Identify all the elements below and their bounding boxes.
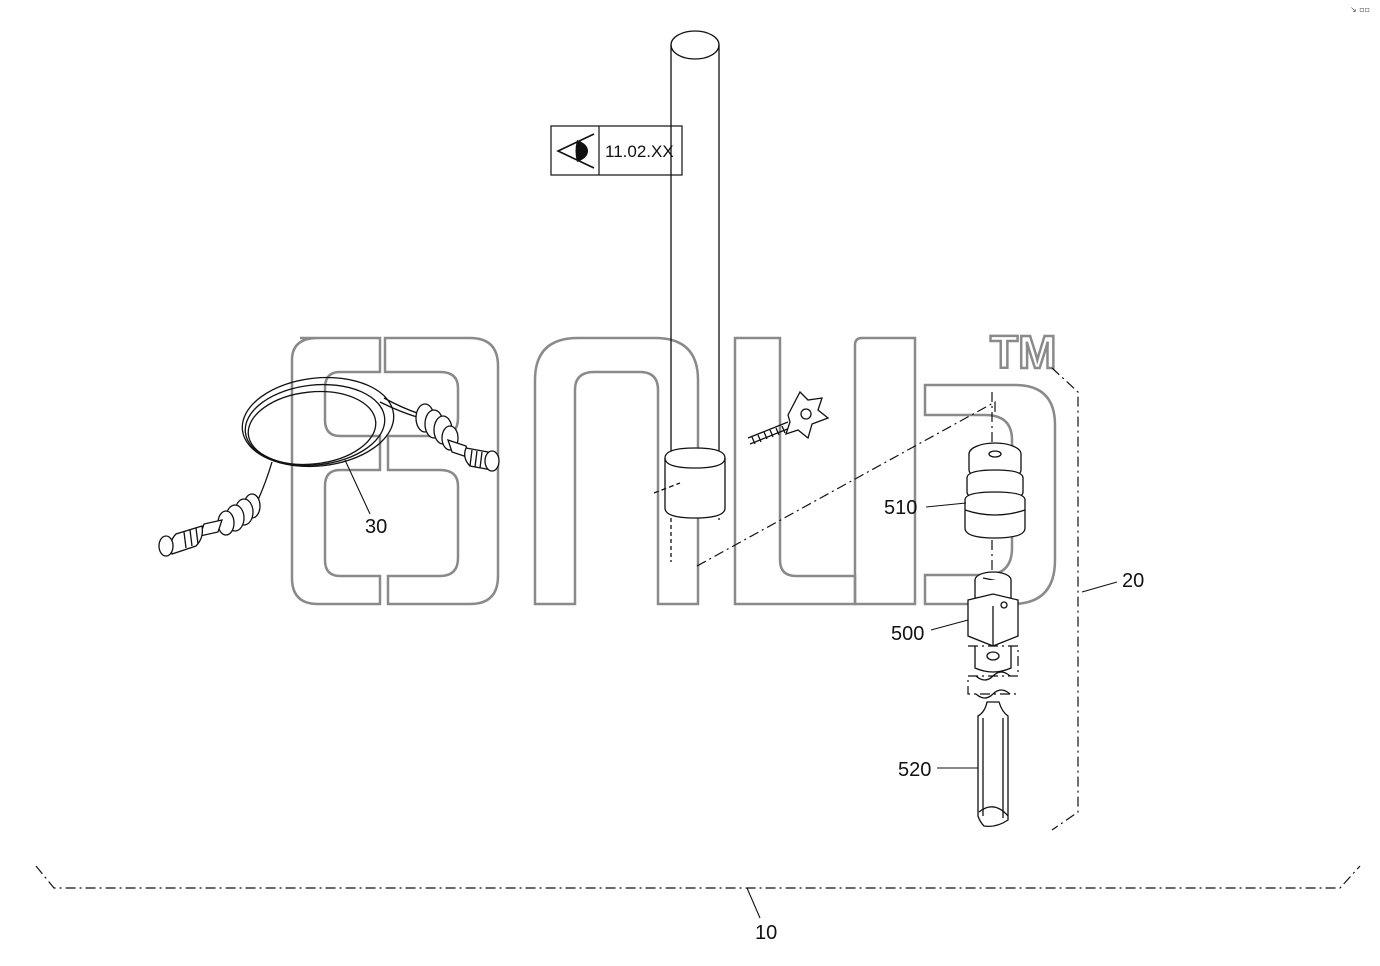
reference-box[interactable]: 11.02.XX (550, 125, 683, 176)
probe-assembly (696, 367, 1079, 831)
callout-20[interactable]: 20 (1122, 570, 1144, 592)
corner-mark: ↘ ▫▫ (1350, 5, 1370, 14)
watermark-logo: TM (290, 325, 1058, 606)
assembly-bracket (35, 865, 1361, 889)
left-cable-spring (217, 493, 261, 536)
pipe-clamp (653, 447, 726, 519)
right-cable-connector (446, 438, 500, 472)
leader-lines (344, 459, 1118, 919)
eye-view-icon (556, 133, 595, 169)
left-cable-connector (158, 519, 223, 557)
callout-510[interactable]: 510 (884, 497, 917, 519)
reference-code: 11.02.XX (605, 142, 674, 161)
callout-500[interactable]: 500 (891, 623, 924, 645)
probe-stem (977, 701, 1009, 828)
gland-adapter (964, 442, 1026, 539)
right-cable-spring (415, 403, 459, 451)
star-knob-screw (747, 390, 830, 445)
cable-assembly (158, 376, 500, 557)
vertical-pipe (670, 30, 720, 562)
callout-30[interactable]: 30 (365, 516, 387, 538)
callout-10[interactable]: 10 (755, 922, 777, 944)
trademark-mark: TM (990, 326, 1056, 378)
callout-520[interactable]: 520 (898, 759, 931, 781)
temperature-sensor (967, 571, 1019, 673)
